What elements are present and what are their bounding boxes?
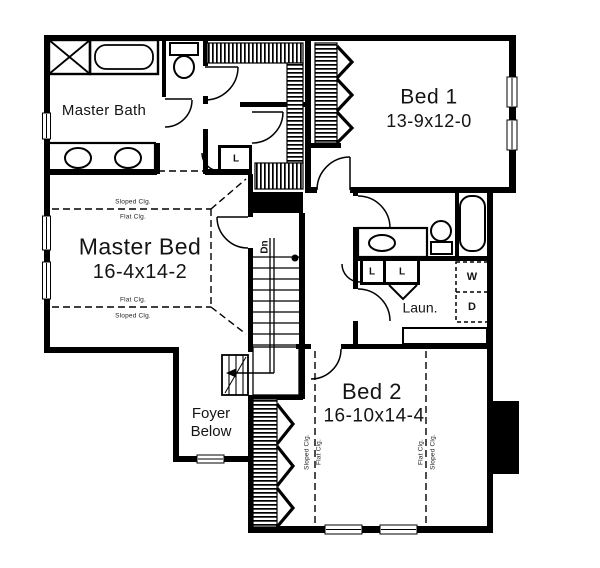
newel-post (291, 254, 299, 262)
closet-rod-hatch (206, 42, 338, 528)
bed1-door (316, 156, 351, 191)
master-bath-label: Master Bath (61, 101, 147, 119)
laundry-counter (402, 327, 488, 345)
wall-chase (252, 192, 303, 213)
toilet-icon (169, 42, 199, 79)
exterior-walls (44, 35, 519, 533)
vanity-sinks-icon (46, 141, 157, 174)
stairs-down-label: Dn (259, 240, 271, 254)
bath2-toilet-icon (430, 220, 453, 255)
bed1-label: Bed 1 (400, 85, 458, 109)
windows (42, 76, 518, 535)
laundry-label: Laun. (402, 299, 438, 316)
washer-label: W (466, 270, 478, 283)
laundry-bifold-door (388, 284, 418, 301)
bath2-door (357, 195, 391, 229)
linen-closet-label: L (368, 266, 376, 278)
stair-direction-arrow (226, 368, 274, 378)
flat-clg-label: Flat Clg. (315, 438, 323, 466)
foyer-below-label: Foyer Below (190, 405, 232, 440)
bed1-dims: 13-9x12-0 (386, 111, 472, 132)
bed2-dims: 16-10x14-4 (323, 405, 425, 427)
sloped-clg-label: Sloped Clg. (429, 434, 437, 470)
master-bed-dims: 16-4x14-2 (92, 261, 188, 283)
laundry-linen-door (341, 263, 361, 283)
shower-icon (47, 38, 92, 76)
flat-clg-label: Flat Clg. (119, 213, 147, 221)
flat-clg-label: Flat Clg. (417, 438, 425, 466)
linen-closet-label: L (398, 266, 406, 278)
bath2-vanity-sink-icon (356, 226, 429, 259)
sloped-clg-label: Sloped Clg. (303, 434, 311, 470)
door-arcs (164, 66, 418, 380)
master-bed-label: Master Bed (78, 233, 202, 260)
chimney (492, 401, 519, 474)
walkin-closet-door-lower (251, 111, 284, 144)
master-bed-door (216, 216, 249, 249)
sloped-clg-label: Sloped Clg. (115, 312, 151, 320)
bed2-door (310, 348, 342, 380)
sloped-clg-label: Sloped Clg. (115, 198, 151, 206)
hall-linen-door (201, 152, 221, 172)
washer-dryer-box (455, 261, 489, 323)
flat-clg-label: Flat Clg. (119, 296, 147, 304)
master-bath-door (164, 98, 193, 128)
closet-door-chevrons (275, 44, 355, 529)
ceiling-break-lines (52, 170, 427, 526)
dryer-label: D (468, 300, 476, 313)
linen-closet-label: L (232, 153, 240, 165)
bathtub-icon (88, 38, 160, 76)
laundry-door (357, 288, 391, 322)
bed2-label: Bed 2 (342, 378, 402, 404)
walkin-closet-door-upper (204, 66, 239, 101)
bath2-tub-icon (459, 195, 486, 252)
stairs-icon (221, 238, 300, 396)
fixtures (46, 38, 489, 345)
